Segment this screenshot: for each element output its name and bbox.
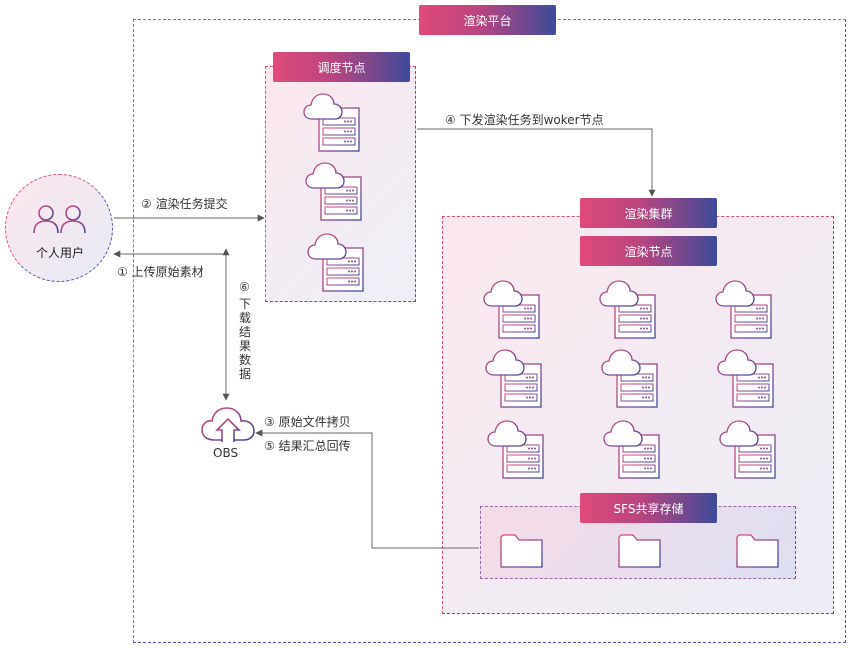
platform-title: 渲染平台 [419,5,556,35]
step-6-label: 下载结果数据 [239,297,252,381]
cloud-server-icon [599,280,656,339]
user-label: 个人用户 [36,246,85,260]
step-1-label: ① 上传原始素材 [117,265,204,279]
render-cluster-title: 渲染集群 [580,198,717,228]
cloud-upload-icon [201,407,255,442]
cloud-server-icon [485,349,542,408]
scheduler-title: 调度节点 [273,52,410,82]
cloud-server-icon [305,162,362,221]
step-4-label: ④ 下发渲染任务到woker节点 [445,113,604,127]
step-6-number: ⑥ [239,280,250,294]
cloud-server-icon [307,233,364,292]
cloud-server-icon [601,349,658,408]
cloud-server-icon [715,280,772,339]
cloud-server-icon [719,420,776,479]
step-5-label: ⑤ 结果汇总回传 [264,439,351,453]
folder-icon [500,534,543,568]
cloud-server-icon [487,420,544,479]
cloud-server-icon [303,93,360,152]
folder-icon [618,534,661,568]
step-2-label: ② 渲染任务提交 [141,197,228,211]
step-3-label: ③ 原始文件拷贝 [264,415,351,429]
folder-icon [736,534,779,568]
user-circle [5,174,113,282]
cloud-server-icon [603,420,660,479]
render-node-title: 渲染节点 [580,236,717,266]
cloud-server-icon [483,280,540,339]
obs-label: OBS [213,446,239,460]
cloud-server-icon [717,349,774,408]
users-icon [33,205,86,234]
sfs-storage-title: SFS共享存储 [580,493,717,523]
